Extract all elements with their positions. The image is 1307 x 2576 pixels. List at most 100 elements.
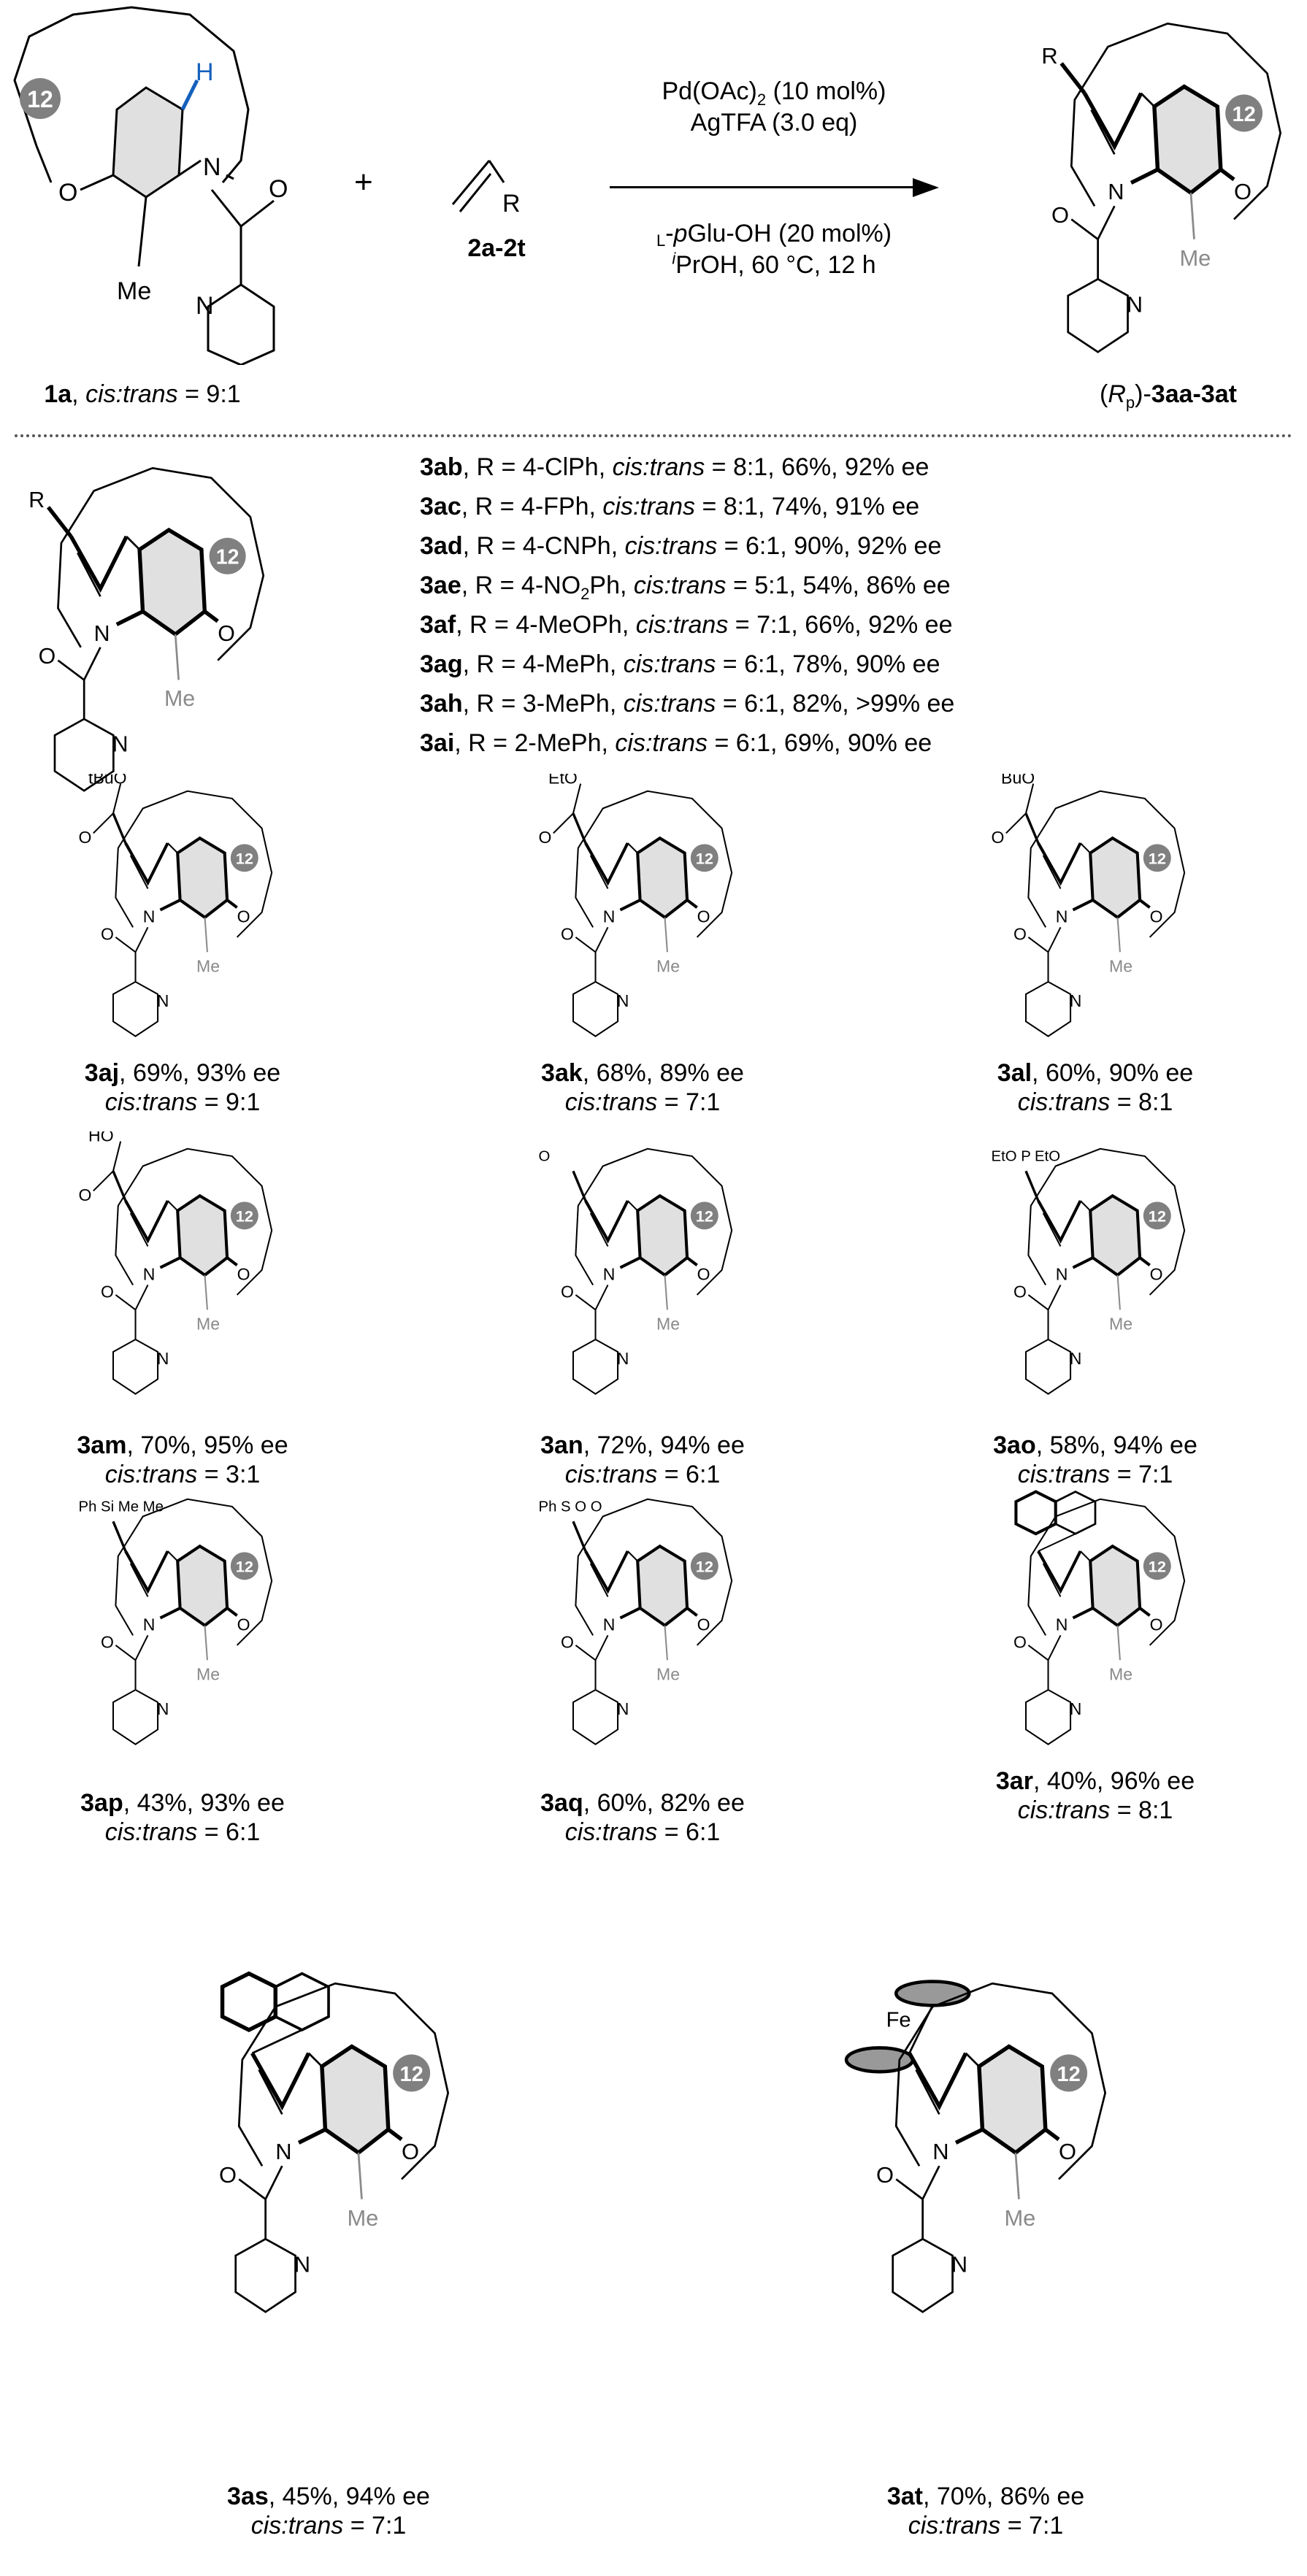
macrocycle-structure: O HO 12 N O Me O N bbox=[79, 1126, 273, 1395]
ester-group-label: BuO bbox=[1001, 774, 1035, 788]
methyl-label: Me bbox=[1109, 1314, 1132, 1333]
nitrogen-label: N bbox=[1108, 179, 1124, 204]
condition-solvent: iPrOH, 60 °C, 12 h bbox=[672, 249, 876, 279]
substituent-entry: 3ac, R = 4-FPh, cis:trans = 8:1, 74%, 91… bbox=[420, 493, 920, 520]
pyridine-nitrogen-label: N bbox=[294, 2252, 310, 2277]
methyl-label: Me bbox=[1179, 245, 1211, 271]
nitrogen-label: N bbox=[143, 1615, 156, 1634]
oxygen-label: O bbox=[1234, 179, 1252, 204]
nitrogen-label: N bbox=[603, 1265, 616, 1284]
nitrogen-label: N bbox=[203, 153, 221, 181]
nitrogen-label: N bbox=[603, 1615, 616, 1634]
carbonyl-oxygen-label: O bbox=[561, 924, 574, 943]
oxygen-label: O bbox=[697, 1265, 710, 1284]
substituent-entry: 3ad, R = 4-CNPh, cis:trans = 6:1, 90%, 9… bbox=[420, 532, 942, 560]
compound-id: 3af bbox=[420, 611, 456, 639]
substituent-list: 3ab, R = 4-ClPh, cis:trans = 8:1, 66%, 9… bbox=[420, 453, 954, 768]
carbonyl-oxygen-label: O bbox=[1013, 1282, 1027, 1301]
product-label: (Rp)-3aa-3at bbox=[1100, 380, 1237, 412]
svg-text:12: 12 bbox=[696, 1558, 713, 1576]
reactant-1a-structure: H 12 O N O N Me bbox=[13, 6, 288, 365]
pyridine-nitrogen-label: N bbox=[196, 292, 214, 320]
compound-id: 3ar bbox=[995, 1767, 1033, 1795]
oxygen-label: O bbox=[1150, 1265, 1163, 1284]
nitrogen-label: N bbox=[1056, 907, 1068, 926]
r-group-label: R bbox=[502, 190, 521, 218]
compound-id: 1a bbox=[44, 380, 72, 408]
compound-3ap-structure: Ph Si Me Me 12 N O Me O N bbox=[37, 1482, 329, 1759]
pyridine-nitrogen-label: N bbox=[1070, 991, 1082, 1010]
compound-id: 3as bbox=[227, 2483, 269, 2510]
methyl-label: Me bbox=[196, 1314, 220, 1333]
compound-3an-structure: O 12 N O Me O N bbox=[497, 1131, 789, 1409]
arrow-head-icon bbox=[913, 178, 939, 197]
svg-text:12: 12 bbox=[696, 850, 713, 868]
ring-size-badge bbox=[690, 844, 718, 872]
section-divider bbox=[15, 434, 1292, 437]
macrocycle-structure: Ph Si Me Me 12 N O Me O N bbox=[79, 1498, 273, 1745]
carbonyl-oxygen-label: O bbox=[39, 645, 56, 669]
carbonyl-oxygen-label: O bbox=[101, 1632, 114, 1651]
compound-id: 3ao bbox=[993, 1431, 1036, 1459]
svg-text:12: 12 bbox=[1232, 103, 1255, 126]
substituent-entry: 3ab, R = 4-ClPh, cis:trans = 8:1, 66%, 9… bbox=[420, 453, 930, 481]
svg-text:12: 12 bbox=[216, 546, 239, 569]
methyl-label: Me bbox=[1004, 2205, 1035, 2231]
substituent-label: Ph Si Me Me bbox=[79, 1499, 164, 1515]
nitrogen-label: N bbox=[1056, 1615, 1068, 1634]
compound-id: 3ap bbox=[80, 1789, 123, 1817]
compound-3at-structure: Fe 12 N O Me O N bbox=[840, 1883, 1132, 2409]
ring-size-badge bbox=[1143, 844, 1171, 872]
nitrogen-label: N bbox=[603, 907, 616, 926]
svg-text:12: 12 bbox=[236, 850, 253, 868]
methyl-label: Me bbox=[1109, 956, 1132, 975]
compound-id: 3ab bbox=[420, 453, 463, 481]
compound-id: 3aj bbox=[84, 1059, 120, 1087]
svg-text:12: 12 bbox=[236, 1207, 253, 1226]
ring-size-badge bbox=[690, 1552, 718, 1580]
ring-size-badge bbox=[230, 1552, 258, 1580]
condition-oxidant: AgTFA (3.0 eq) bbox=[690, 109, 858, 137]
carbonyl-oxygen-label: O bbox=[101, 1282, 114, 1301]
svg-text:O: O bbox=[79, 828, 92, 847]
oxygen-label: O bbox=[1059, 2139, 1076, 2164]
macrocycle-structure: 12 N O Me O N bbox=[1013, 1490, 1186, 1745]
oxygen-label: O bbox=[697, 907, 710, 926]
list-general-structure: R 12 N O Me O N bbox=[0, 445, 292, 810]
compound-id: 3al bbox=[997, 1059, 1032, 1087]
methyl-label: Me bbox=[117, 277, 151, 305]
methyl-label: Me bbox=[656, 1664, 680, 1683]
ester-group-label: EtO bbox=[548, 774, 578, 788]
compound-id: 3ad bbox=[420, 532, 463, 560]
ring-size-badge bbox=[1143, 1202, 1171, 1230]
compound-id: 3ac bbox=[420, 493, 461, 520]
olefin-structure: R bbox=[451, 160, 521, 218]
macrocycle-structure: O tBuO 12 N O Me O N bbox=[79, 769, 273, 1037]
macrocycle-structure: R 12 N O Me O N bbox=[28, 466, 265, 792]
svg-text:12: 12 bbox=[696, 1207, 713, 1226]
ring-size-badge bbox=[230, 844, 258, 872]
compound-3am-structure: O HO 12 N O Me O N bbox=[37, 1126, 329, 1409]
compound-3ak-structure: O EtO 12 N O Me O N bbox=[497, 769, 789, 1051]
carbonyl-oxygen-label: O bbox=[561, 1632, 574, 1651]
substituent-entry: 3ah, R = 3-MePh, cis:trans = 6:1, 82%, >… bbox=[420, 690, 955, 718]
pyridine-nitrogen-label: N bbox=[1070, 1349, 1082, 1368]
nitrogen-label: N bbox=[143, 907, 156, 926]
carbonyl-oxygen-label: O bbox=[101, 924, 114, 943]
r-group-label: R bbox=[28, 488, 45, 512]
nitrogen-label: N bbox=[275, 2139, 291, 2164]
substituent-entry: 3ai, R = 2-MePh, cis:trans = 6:1, 69%, 9… bbox=[420, 729, 932, 757]
compound-id: 3ai bbox=[420, 729, 455, 757]
methyl-label: Me bbox=[196, 956, 220, 975]
compound-id: 3ak bbox=[541, 1059, 583, 1087]
compound-id: 3ag bbox=[420, 650, 463, 678]
carbonyl-oxygen-label: O bbox=[219, 2162, 237, 2188]
substituent-label: Ph S O O bbox=[539, 1499, 602, 1515]
